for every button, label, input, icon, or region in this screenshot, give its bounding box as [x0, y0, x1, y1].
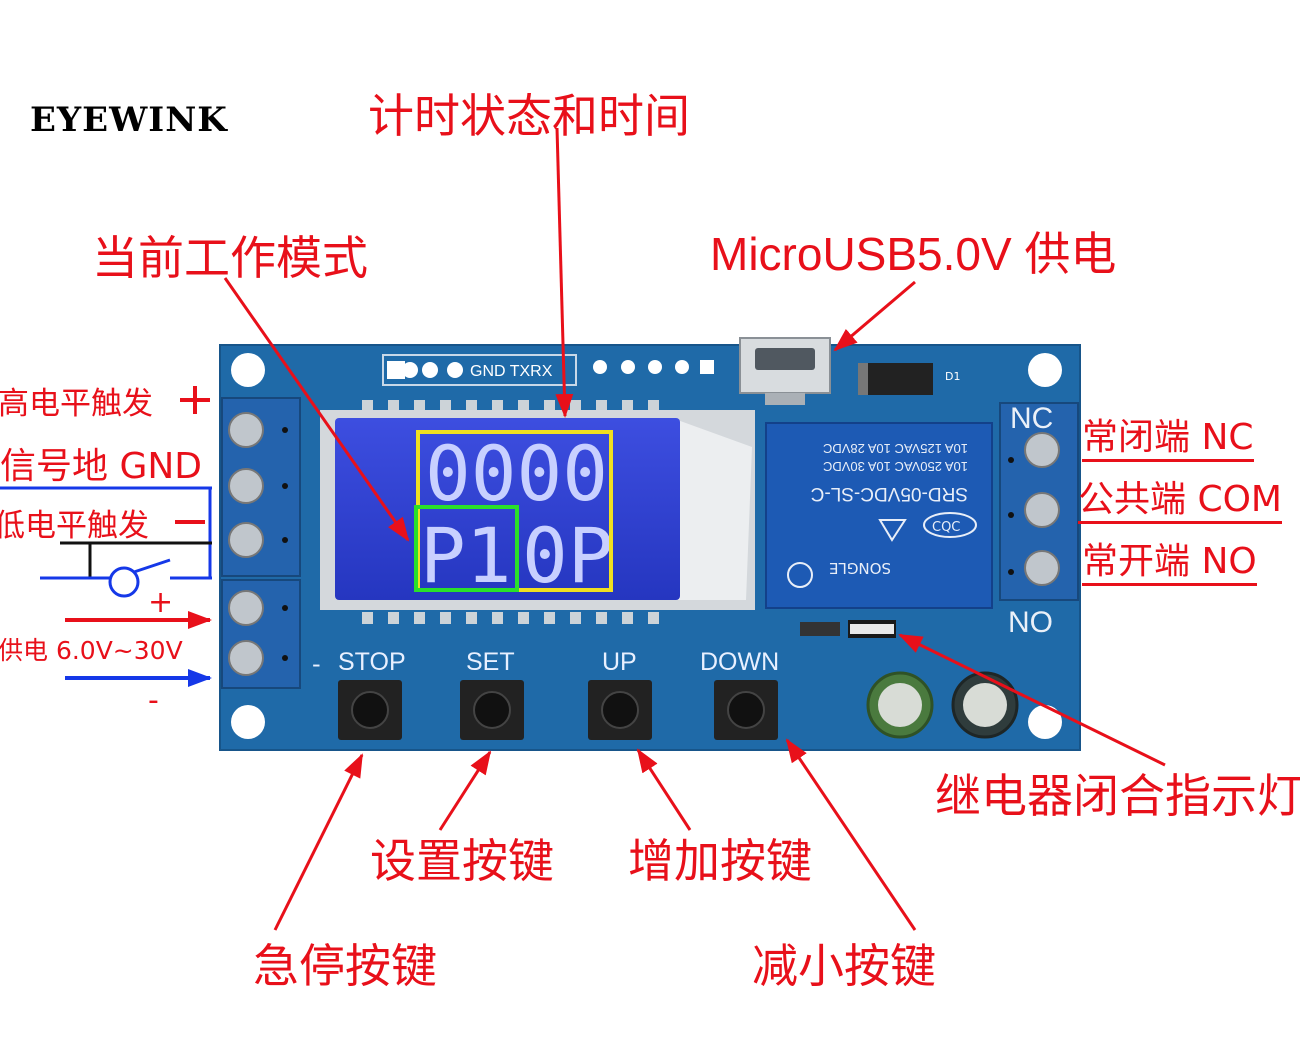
lcd-op-digits: 0P — [522, 511, 614, 600]
button-stop[interactable] — [338, 680, 402, 740]
label-low-trigger: 低电平触发 — [0, 508, 149, 544]
annotation-arrows — [223, 127, 1166, 931]
label-power-input: 供电 6.0V~30V — [0, 636, 183, 665]
pcb-label-stop: STOP — [338, 648, 406, 676]
input-terminal-block — [221, 397, 301, 689]
relay-brand: SONGLE — [829, 559, 891, 577]
relay: SRD-05VDC-SL-C 10A 250VAC 10A 30VDC 10A … — [765, 422, 993, 609]
mount-hole — [1028, 353, 1062, 387]
mount-hole — [231, 705, 265, 739]
label-usb-power: MicroUSB5.0V 供电 — [710, 228, 1117, 280]
terminal-nc-print: NC — [1010, 402, 1053, 435]
label-no: 常开端 NO — [1082, 532, 1257, 586]
label-com: 公共端 COM — [1078, 470, 1282, 524]
relay-cqc: CQC — [932, 520, 960, 535]
label-relay-indicator: 继电器闭合指示灯 — [935, 769, 1300, 823]
sign-plus: + — [148, 585, 173, 620]
header-pins: GND TXRX — [382, 354, 714, 386]
label-down-key: 减小按键 — [752, 939, 936, 993]
label-work-mode: 当前工作模式 — [92, 231, 368, 285]
button-set[interactable] — [460, 680, 524, 740]
relay-spec-1: 10A 250VAC 10A 30VDC — [823, 459, 968, 474]
lcd-display: 0000 P1 0P — [320, 410, 755, 610]
mode-highlight-box — [414, 505, 519, 592]
mount-hole — [1028, 705, 1062, 739]
pcb-label-set: SET — [466, 648, 515, 676]
diode-label: D1 — [945, 370, 960, 383]
pcb-label-down: DOWN — [700, 648, 779, 676]
label-signal-gnd: 信号地 GND — [0, 446, 202, 487]
terminal-no-print: NO — [1008, 606, 1053, 639]
relay-terminal-block: NC NO — [999, 402, 1079, 639]
label-high-trigger: 高电平触发 — [0, 386, 153, 422]
button-down[interactable] — [714, 680, 778, 740]
input-wiring — [0, 386, 212, 687]
label-set-key: 设置按键 — [370, 834, 554, 888]
label-stop-key: 急停按键 — [253, 939, 437, 993]
micro-usb-port — [739, 337, 831, 405]
capacitors — [866, 671, 1019, 739]
label-nc: 常闭端 NC — [1082, 408, 1254, 462]
relay-model: SRD-05VDC-SL-C — [811, 483, 968, 504]
lcd-mode-digits: P1 — [420, 511, 512, 600]
lcd-time-digits: 0000 — [425, 429, 608, 518]
pcb-minus: - — [312, 650, 321, 678]
label-up-key: 增加按键 — [628, 834, 812, 888]
relay-spec-2: 10A 125VAC 10A 28VDC — [823, 441, 968, 456]
button-up[interactable] — [588, 680, 652, 740]
header-pin-label: GND TXRX — [470, 363, 553, 380]
mount-hole — [231, 353, 265, 387]
diode-d1: D1 — [858, 363, 960, 395]
sign-minus: - — [148, 683, 159, 718]
indicator-led — [800, 620, 896, 638]
lcd-pins — [362, 400, 659, 624]
pcb-label-up: UP — [602, 648, 637, 676]
brand-logo: EYEWINK — [30, 100, 228, 140]
label-timing-status: 计时状态和时间 — [368, 89, 690, 143]
